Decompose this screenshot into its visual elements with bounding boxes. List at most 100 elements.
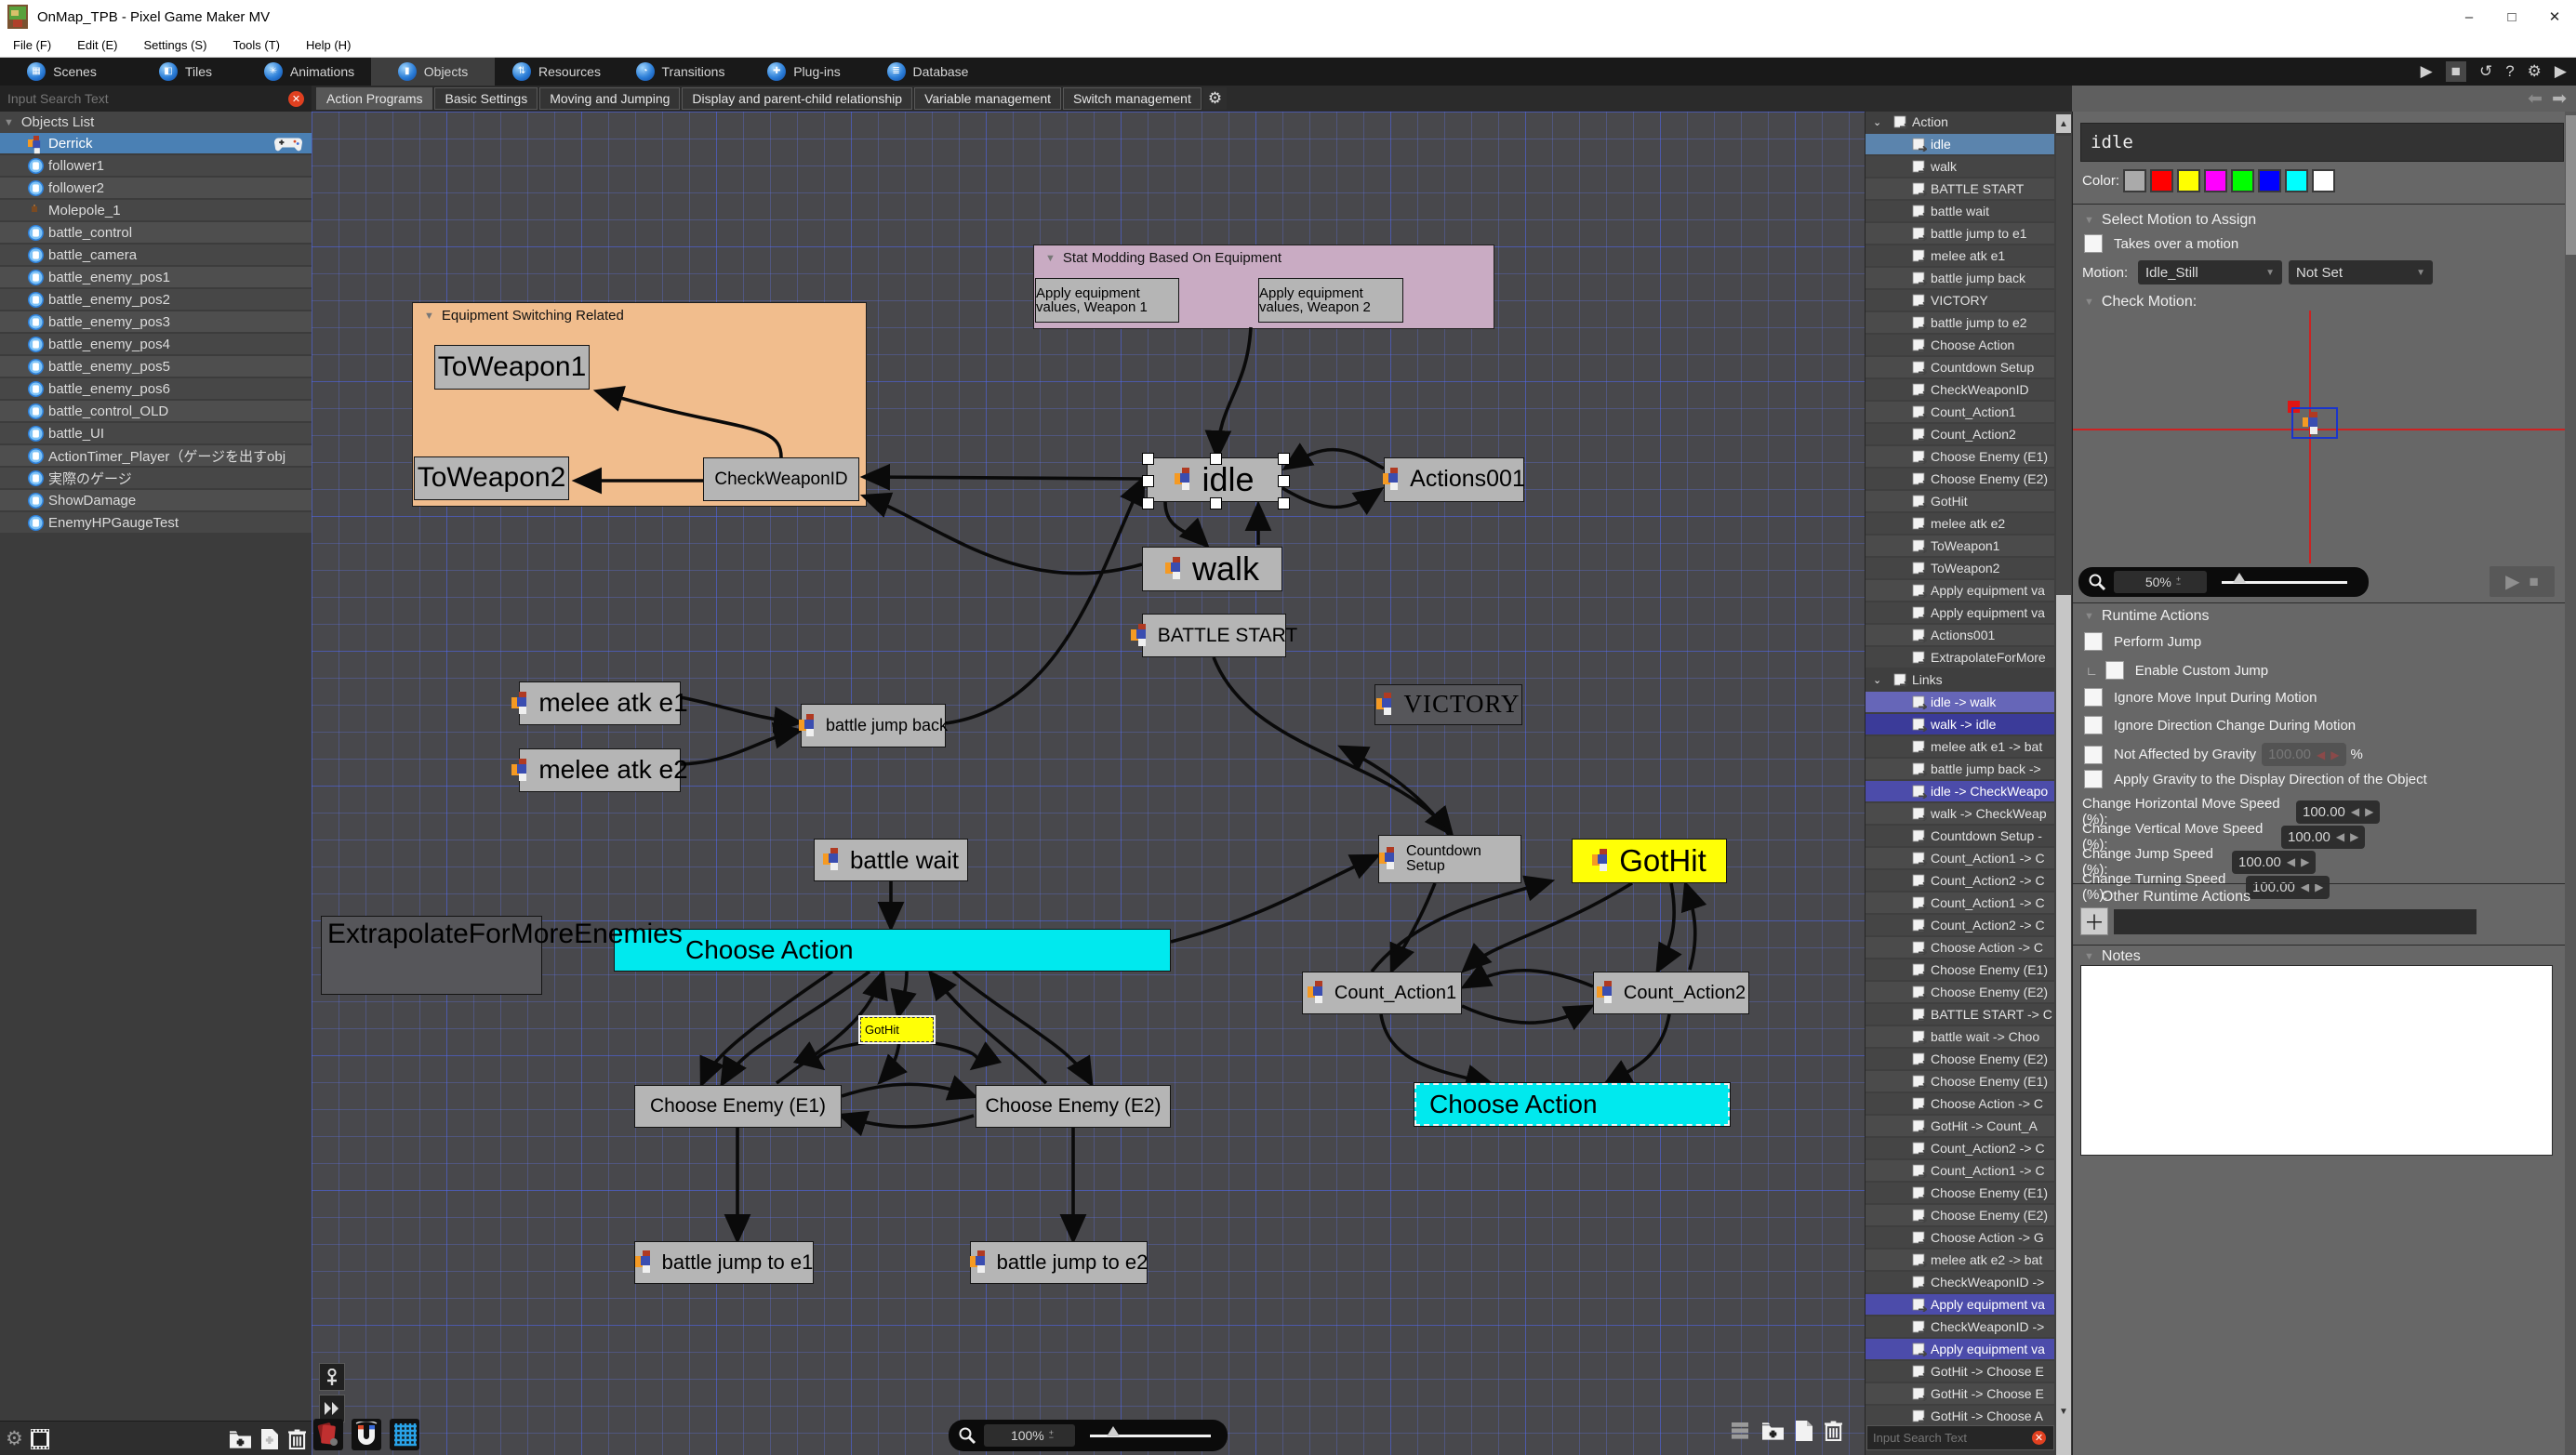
- sidebar-item-battle_enemy_pos1[interactable]: battle_enemy_pos1: [0, 267, 312, 287]
- link-edge[interactable]: [1379, 1013, 1496, 1091]
- increment-icon[interactable]: ▶: [2315, 880, 2324, 893]
- action-node-melee1[interactable]: melee atk e1: [511, 681, 688, 725]
- object-search-input[interactable]: [0, 90, 288, 107]
- add-folder-icon[interactable]: [1762, 1422, 1784, 1440]
- link-edge[interactable]: [680, 695, 804, 734]
- action-list-item[interactable]: idle: [1866, 134, 2054, 154]
- link-edge[interactable]: [1601, 1013, 1671, 1087]
- tab-animations[interactable]: ✳Animations: [247, 58, 371, 86]
- link-edge[interactable]: [877, 1041, 908, 1085]
- link-list-item[interactable]: melee atk e1 -> bat: [1866, 736, 2054, 757]
- sidebar-item-battle_UI[interactable]: battle_UI: [0, 423, 312, 443]
- link-list-item[interactable]: GotHit -> Count_A: [1866, 1116, 2054, 1136]
- subtab[interactable]: Moving and Jumping: [539, 87, 681, 110]
- sidebar-item-battle_enemy_pos3[interactable]: battle_enemy_pos3: [0, 311, 312, 332]
- speed-spinner[interactable]: 100.00 ◀ ▶: [2296, 800, 2381, 824]
- increment-icon[interactable]: ▶: [2365, 805, 2374, 818]
- action-node-count2[interactable]: Count_Action2: [1593, 972, 1749, 1014]
- action-list-item[interactable]: BATTLE START: [1866, 179, 2054, 199]
- tab-transitions[interactable]: ◔Transitions: [618, 58, 742, 86]
- gravity-checkbox[interactable]: [2084, 745, 2103, 764]
- link-icon[interactable]: [319, 1363, 345, 1391]
- action-node-toweapon1[interactable]: ToWeapon1: [434, 345, 590, 390]
- action-node-apply2[interactable]: Apply equipment values, Weapon 2: [1258, 278, 1403, 323]
- action-program-canvas[interactable]: ▼Equipment Switching Related ▼Stat Moddi…: [312, 112, 1865, 1455]
- gear-icon[interactable]: ⚙: [1202, 87, 1228, 110]
- link-list-item[interactable]: walk -> CheckWeap: [1866, 803, 2054, 824]
- link-list-item[interactable]: Choose Enemy (E2): [1866, 1049, 2054, 1069]
- sidebar-item-battle_enemy_pos5[interactable]: battle_enemy_pos5: [0, 356, 312, 377]
- link-edge[interactable]: [1461, 881, 1633, 973]
- select-motion-section[interactable]: ▼ Select Motion to Assign: [2084, 212, 2257, 228]
- tab-plug-ins[interactable]: ✚Plug-ins: [742, 58, 866, 86]
- link-list-item[interactable]: Choose Enemy (E1): [1866, 1071, 2054, 1091]
- action-list-item[interactable]: CheckWeaponID: [1866, 379, 2054, 400]
- action-node-walk[interactable]: walk: [1142, 547, 1282, 591]
- action-group-header[interactable]: ⌄ Action: [1866, 112, 2054, 132]
- sidebar-item-Molepole_1[interactable]: Molepole_1: [0, 200, 312, 220]
- action-node-toweapon2[interactable]: ToWeapon2: [414, 456, 569, 500]
- link-edge[interactable]: [1370, 875, 1556, 973]
- action-list-item[interactable]: Choose Action: [1866, 335, 2054, 355]
- action-node-ca_bot[interactable]: Choose Action: [1414, 1082, 1731, 1127]
- action-node-countdown[interactable]: Countdown Setup: [1378, 835, 1521, 883]
- color-swatch[interactable]: [2285, 169, 2309, 192]
- link-list-item[interactable]: Countdown Setup -: [1866, 826, 2054, 846]
- link-edge[interactable]: [1337, 745, 1451, 836]
- link-list-item[interactable]: GotHit -> Choose E: [1866, 1383, 2054, 1404]
- action-list-item[interactable]: ToWeapon1: [1866, 536, 2054, 556]
- selection-handle[interactable]: [1142, 475, 1154, 487]
- forward-icon[interactable]: ➡: [2552, 88, 2567, 109]
- link-list-item[interactable]: Count_Action2 -> C: [1866, 870, 2054, 891]
- action-list-item[interactable]: Count_Action2: [1866, 424, 2054, 444]
- action-node-extrapolate[interactable]: ExtrapolateForMoreEnemies: [321, 916, 683, 995]
- tab-scenes[interactable]: ▦Scenes: [0, 58, 124, 86]
- action-node-ce1[interactable]: Choose Enemy (E1): [634, 1085, 842, 1128]
- stop-icon[interactable]: ■: [2445, 61, 2466, 82]
- sidebar-item-ActionTimer_Player（ゲージを出すobj[interactable]: ActionTimer_Player（ゲージを出すobj: [0, 445, 312, 466]
- link-edge[interactable]: [1281, 443, 1385, 470]
- action-node-apply1[interactable]: Apply equipment values, Weapon 1: [1035, 278, 1179, 323]
- gravity-spinner[interactable]: 100.00 ◀ ▶: [2262, 743, 2346, 766]
- sidebar-item-battle_enemy_pos2[interactable]: battle_enemy_pos2: [0, 289, 312, 310]
- decrement-icon[interactable]: ◀: [2350, 805, 2360, 818]
- help-icon[interactable]: ?: [2505, 62, 2515, 80]
- sidebar-item-ShowDamage[interactable]: ShowDamage: [0, 490, 312, 510]
- action-list-item[interactable]: battle jump to e1: [1866, 223, 2054, 244]
- scrollbar-thumb[interactable]: [2056, 595, 2071, 1455]
- action-group-header[interactable]: ⌄ Links: [1866, 669, 2054, 690]
- magnet-icon[interactable]: [352, 1419, 381, 1450]
- color-swatch[interactable]: [2231, 169, 2255, 192]
- spinner-steppers[interactable]: +−: [2175, 575, 2182, 589]
- link-edge[interactable]: [927, 969, 1048, 1085]
- grid-icon[interactable]: [390, 1419, 419, 1450]
- link-edge[interactable]: [859, 492, 1143, 575]
- link-list-item[interactable]: Count_Action1 -> C: [1866, 848, 2054, 868]
- action-search-input[interactable]: [1867, 1430, 2032, 1446]
- action-list-item[interactable]: GotHit: [1866, 491, 2054, 511]
- selection-handle[interactable]: [1142, 497, 1154, 509]
- link-edge[interactable]: [1163, 501, 1210, 549]
- link-edge[interactable]: [1655, 882, 1682, 974]
- sidebar-item-battle_enemy_pos6[interactable]: battle_enemy_pos6: [0, 378, 312, 399]
- color-swatch[interactable]: [2177, 169, 2201, 192]
- link-list-item[interactable]: Choose Action -> G: [1866, 1227, 2054, 1248]
- play-icon[interactable]: ▶: [2420, 62, 2433, 80]
- link-list-item[interactable]: Choose Enemy (E2): [1866, 1205, 2054, 1225]
- add-page-icon[interactable]: [261, 1428, 278, 1449]
- sidebar-item-battle_enemy_pos4[interactable]: battle_enemy_pos4: [0, 334, 312, 354]
- link-list-item[interactable]: idle -> CheckWeapo: [1866, 781, 2054, 801]
- selection-handle[interactable]: [1278, 475, 1290, 487]
- action-list-item[interactable]: Count_Action1: [1866, 402, 2054, 422]
- tab-tiles[interactable]: ◧Tiles: [124, 58, 247, 86]
- close-button[interactable]: ✕: [2548, 9, 2561, 25]
- action-list-item[interactable]: battle jump back: [1866, 268, 2054, 288]
- action-node-idle[interactable]: idle: [1142, 453, 1290, 509]
- action-node-gothitsmall[interactable]: GotHit: [860, 1017, 934, 1042]
- undo-icon[interactable]: ↺: [2478, 62, 2493, 80]
- action-node-bje1[interactable]: battle jump to e1: [634, 1241, 814, 1284]
- link-edge[interactable]: [1212, 656, 1454, 838]
- canvas-zoom-spinner[interactable]: 100% +−: [984, 1424, 1075, 1447]
- subtab[interactable]: Display and parent-child relationship: [682, 87, 913, 110]
- decrement-icon[interactable]: ◀: [2300, 880, 2310, 893]
